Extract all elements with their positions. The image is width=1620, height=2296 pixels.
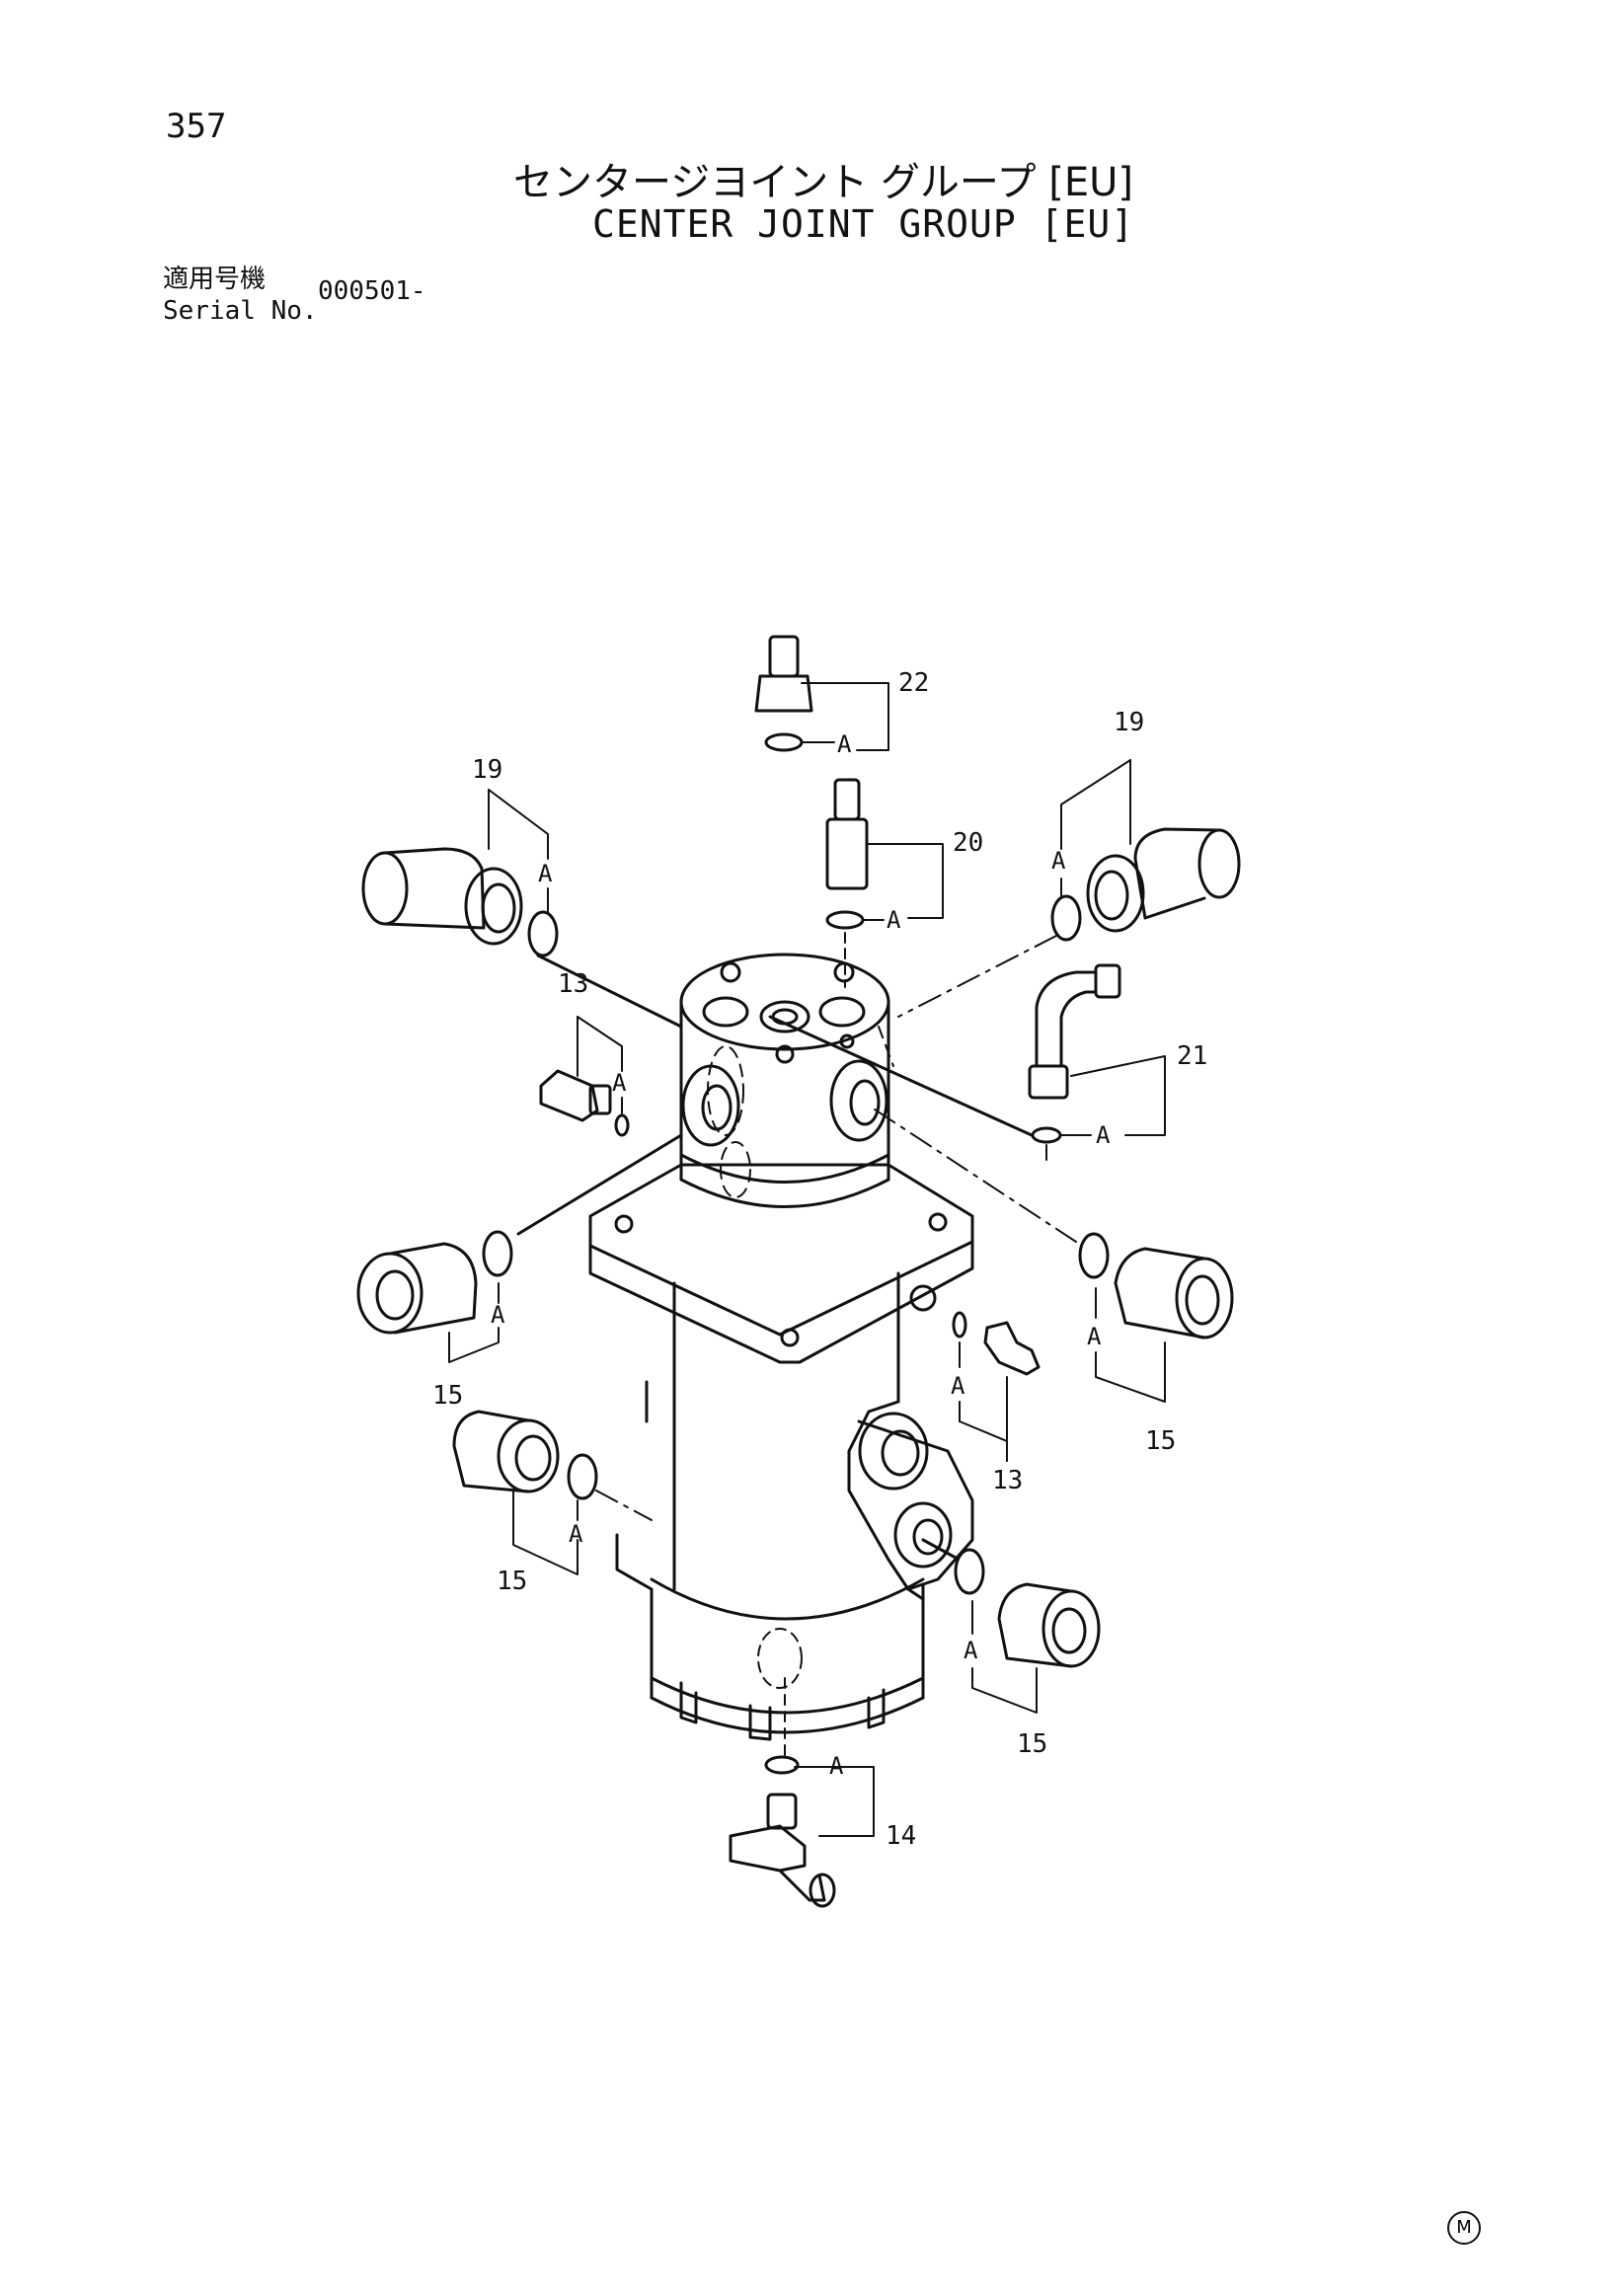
serial-label-english: Serial No. bbox=[163, 296, 318, 326]
callout-ring-15-mid-left: A bbox=[491, 1301, 505, 1329]
callout-part-15-lower-left: 15 bbox=[497, 1567, 527, 1596]
callout-labels: 22 A 20 A 19 A 19 A 21 A 13 A 13 A 15 A … bbox=[432, 668, 1207, 1851]
callout-part-15-mid-left: 15 bbox=[432, 1381, 463, 1411]
page-number: 357 bbox=[166, 107, 227, 146]
elbow-19-left bbox=[361, 847, 683, 1029]
callout-part-15-lower-right: 15 bbox=[1017, 1729, 1047, 1759]
callout-ring-20: A bbox=[887, 906, 901, 934]
callout-ring-13-right: A bbox=[951, 1372, 965, 1400]
callout-ring-15-lower-left: A bbox=[569, 1520, 583, 1548]
elbow-19-right bbox=[897, 827, 1241, 1018]
callout-leaders bbox=[448, 682, 1166, 1837]
callout-part-19-right: 19 bbox=[1114, 708, 1144, 737]
callout-part-13-left: 13 bbox=[558, 969, 588, 999]
manufacturer-mark: M bbox=[1447, 2211, 1481, 2245]
elbow-21 bbox=[768, 963, 1121, 1144]
center-joint-body bbox=[588, 953, 974, 1758]
adapter-15-mid-right bbox=[868, 1105, 1234, 1339]
serial-number-range: 000501- bbox=[318, 276, 426, 306]
serial-label-japanese: 適用号機 bbox=[163, 265, 267, 294]
adapter-15-lower-right bbox=[921, 1538, 1101, 1668]
callout-part-19-left: 19 bbox=[472, 755, 502, 785]
adapter-15-lower-left bbox=[452, 1410, 653, 1521]
callout-ring-19-right: A bbox=[1051, 847, 1066, 875]
callout-ring-13-left: A bbox=[612, 1069, 627, 1097]
callout-part-13-right: 13 bbox=[992, 1466, 1023, 1495]
callout-ring-21: A bbox=[1096, 1121, 1111, 1149]
callout-part-14: 14 bbox=[886, 1821, 916, 1851]
adapter-15-mid-left bbox=[356, 1133, 683, 1335]
callout-part-15-mid-right: 15 bbox=[1145, 1426, 1176, 1456]
fitting-22 bbox=[754, 635, 813, 752]
callout-ring-22: A bbox=[837, 730, 852, 758]
callout-part-21: 21 bbox=[1177, 1041, 1207, 1071]
callout-ring-19-left: A bbox=[538, 860, 553, 887]
callout-ring-15-lower-right: A bbox=[964, 1637, 978, 1664]
callout-part-20: 20 bbox=[953, 828, 983, 858]
page-title-english: CENTER JOINT GROUP [EU] bbox=[592, 202, 1135, 246]
callout-ring-14: A bbox=[829, 1752, 844, 1780]
tee-fitting-14 bbox=[729, 1755, 836, 1908]
fitting-13-right bbox=[952, 1311, 1041, 1376]
page-title-japanese: センタージヨイント グループ [EU] bbox=[513, 160, 1133, 205]
callout-part-22: 22 bbox=[898, 668, 929, 698]
fitting-20 bbox=[825, 778, 869, 988]
callout-ring-15-mid-right: A bbox=[1087, 1323, 1102, 1350]
fitting-13-left bbox=[539, 1069, 630, 1137]
